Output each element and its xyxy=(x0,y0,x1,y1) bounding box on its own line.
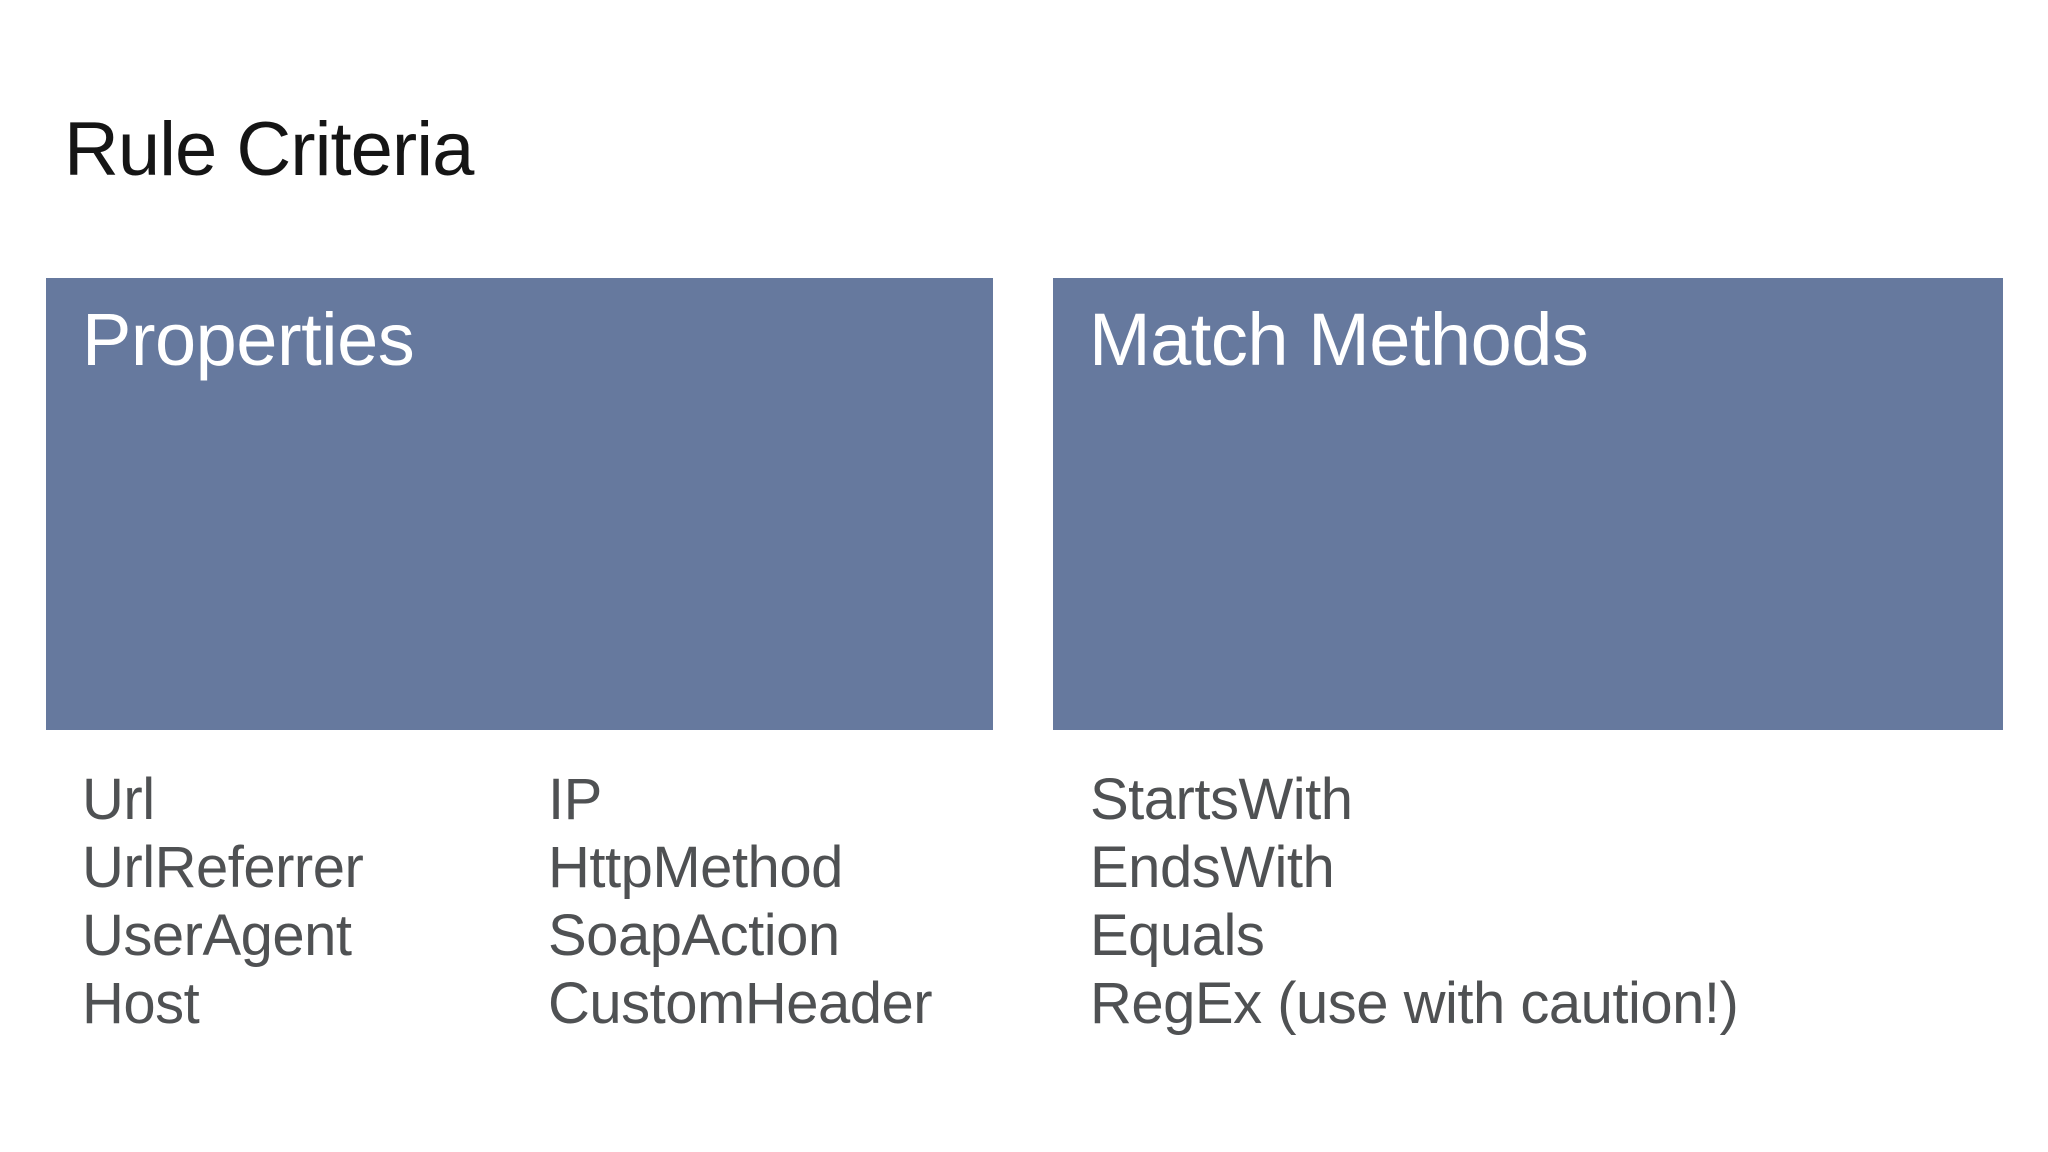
list-item: RegEx (use with caution!) xyxy=(1090,971,1739,1036)
list-item: HttpMethod xyxy=(548,835,843,900)
list-item: Url xyxy=(82,767,155,832)
list-item: UserAgent xyxy=(82,903,352,968)
properties-panel: Properties xyxy=(46,278,993,730)
list-item: StartsWith xyxy=(1090,767,1353,832)
list-item: SoapAction xyxy=(548,903,840,968)
list-item: UrlReferrer xyxy=(82,835,364,900)
list-item: Equals xyxy=(1090,903,1265,968)
list-item: IP xyxy=(548,767,602,832)
properties-list-column-2: IP HttpMethod SoapAction CustomHeader xyxy=(548,766,933,1038)
slide-title: Rule Criteria xyxy=(64,107,474,192)
match-methods-panel: Match Methods xyxy=(1053,278,2003,730)
match-methods-list: StartsWith EndsWith Equals RegEx (use wi… xyxy=(1090,766,1739,1038)
list-item: EndsWith xyxy=(1090,835,1335,900)
list-item: Host xyxy=(82,971,200,1036)
properties-list-column-1: Url UrlReferrer UserAgent Host xyxy=(82,766,364,1038)
properties-panel-header: Properties xyxy=(82,298,415,381)
match-methods-panel-header: Match Methods xyxy=(1089,298,1589,381)
list-item: CustomHeader xyxy=(548,971,933,1036)
